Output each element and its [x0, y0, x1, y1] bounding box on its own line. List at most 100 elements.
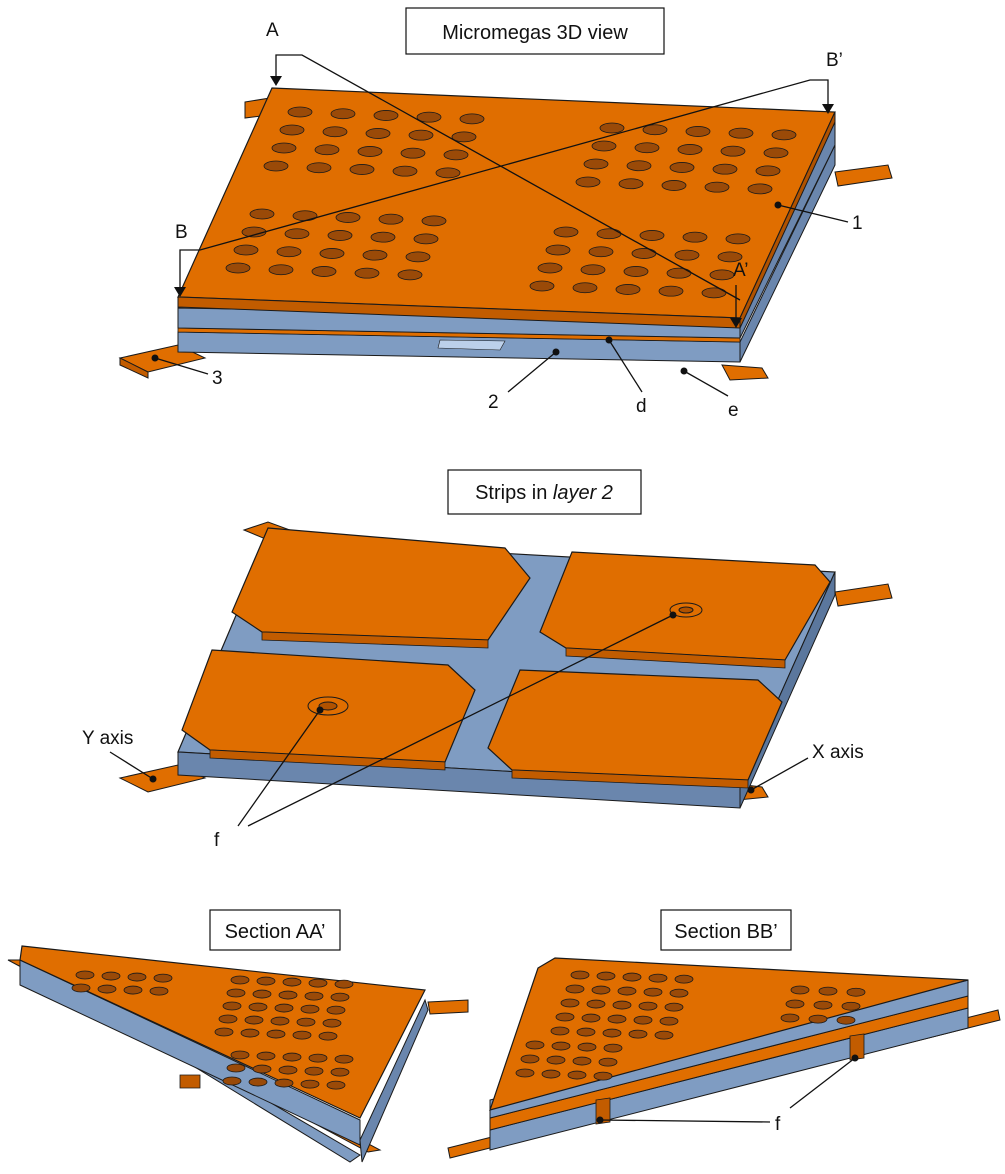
hole — [626, 160, 652, 172]
hole — [551, 1041, 571, 1051]
hole — [214, 1027, 234, 1037]
hole — [240, 1028, 260, 1038]
section-bb-title: Section BB’ — [674, 921, 777, 943]
hole — [123, 985, 143, 995]
hole — [230, 975, 250, 985]
hole — [661, 180, 687, 191]
hole — [311, 266, 337, 277]
aa-via — [179, 1074, 201, 1089]
hole — [392, 165, 418, 177]
hole — [256, 976, 276, 986]
hole — [588, 246, 614, 258]
hole — [274, 1003, 294, 1013]
hole — [669, 988, 689, 998]
label-2: 2 — [488, 392, 499, 413]
layer-1-holes — [225, 106, 797, 299]
hole — [282, 977, 302, 987]
hole — [249, 208, 275, 220]
hole — [525, 1040, 545, 1050]
view3d-title: Micromegas 3D view — [442, 22, 628, 44]
hole — [633, 1015, 653, 1025]
section-line-bb — [179, 79, 829, 295]
hole — [704, 181, 730, 193]
hole — [322, 1018, 342, 1028]
y-strip-tab-left-side — [119, 357, 149, 379]
hole — [591, 140, 617, 152]
hole — [674, 249, 700, 261]
hole — [790, 985, 810, 995]
hole — [763, 147, 789, 159]
hole — [322, 126, 348, 138]
hole — [583, 158, 609, 170]
callout-1-line — [777, 204, 849, 223]
hole — [218, 1014, 238, 1024]
hole — [287, 106, 313, 118]
section-bb-title-box — [660, 909, 792, 951]
hole — [222, 1076, 242, 1086]
hole — [599, 122, 625, 134]
label-e: e — [728, 400, 739, 421]
aa-middle-layer — [19, 959, 361, 1146]
hole — [580, 264, 606, 276]
hole — [755, 165, 781, 177]
x-strip-tab-bottom — [721, 364, 769, 381]
strips-tab-right — [834, 583, 893, 607]
hole — [97, 984, 117, 994]
layer-2-gap — [437, 339, 506, 351]
hole — [252, 1064, 272, 1074]
strips-title: Strips in layer 2 — [475, 482, 613, 504]
label-f-strips: f — [214, 830, 220, 851]
hole — [330, 1067, 350, 1077]
hole — [617, 986, 637, 996]
hole — [813, 1000, 833, 1010]
label-a: A — [266, 20, 279, 41]
view3d-title-box — [405, 7, 665, 55]
aa-tab-right — [427, 999, 469, 1015]
hole — [330, 992, 350, 1002]
hole — [836, 1015, 856, 1025]
hole — [550, 1026, 570, 1036]
hole — [622, 972, 642, 982]
via-hole-left — [318, 701, 338, 711]
hole — [682, 231, 708, 243]
hole — [572, 282, 598, 294]
hole — [274, 1078, 294, 1088]
hole — [127, 972, 147, 982]
hole — [701, 287, 727, 299]
hole — [284, 228, 310, 240]
label-3: 3 — [212, 368, 223, 389]
hole — [841, 1001, 861, 1011]
hole — [282, 1052, 302, 1062]
hole — [101, 971, 121, 981]
strip-pad-bottom-right-edge — [511, 769, 749, 789]
hole — [586, 999, 606, 1009]
hole — [581, 1013, 601, 1023]
hole — [270, 1016, 290, 1026]
section-aa-title: Section AA’ — [225, 921, 326, 943]
view3d-group: Micromegas 3D view A A’ B B’ — [118, 7, 893, 421]
hole — [654, 1030, 674, 1040]
hole — [577, 1042, 597, 1052]
hole — [567, 1070, 587, 1080]
aa-holes — [71, 970, 354, 1090]
bb-via-right — [849, 1033, 865, 1061]
hole — [808, 1014, 828, 1024]
hole — [354, 267, 380, 279]
hole — [666, 267, 692, 279]
hole — [278, 1065, 298, 1075]
hole — [226, 1063, 246, 1073]
hole — [271, 142, 297, 154]
layer-1-top — [177, 87, 836, 319]
hole — [373, 110, 399, 121]
callout-f-line-right — [247, 614, 674, 827]
strips-title-prefix: Strips in — [475, 482, 553, 504]
hole — [335, 212, 361, 223]
hole — [149, 986, 169, 996]
hole — [296, 1017, 316, 1027]
hole — [598, 1057, 618, 1067]
hole — [818, 986, 838, 996]
hole — [435, 167, 461, 179]
label-b-prime: B’ — [826, 50, 843, 71]
hole — [537, 262, 563, 274]
hole — [330, 108, 356, 120]
